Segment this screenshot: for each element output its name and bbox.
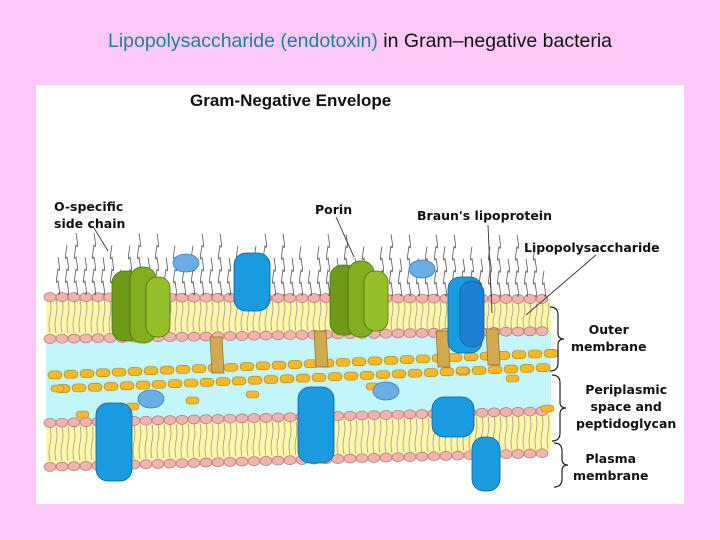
label-porin: Porin (315, 202, 353, 217)
slide-title-rest: in Gram–negative bacteria (377, 30, 613, 52)
figure-title: Gram-Negative Envelope (190, 91, 392, 110)
plasma-tail-lines (48, 414, 550, 461)
membrane-proteins (95, 252, 501, 492)
label-brauns-lipoprotein: Braun's lipoprotein (417, 208, 552, 223)
envelope-diagram (43, 216, 597, 492)
brauns-lipoprotein-stalks (209, 328, 501, 374)
leader-lines (93, 216, 597, 316)
band-end-mask (551, 285, 596, 485)
label-o-specific-side-chain: O-specific side chain (54, 199, 126, 231)
periplasm-bits (50, 366, 555, 419)
slide-title: Lipopolysaccharide (endotoxin) in Gram–n… (0, 30, 720, 53)
outer-membrane-tails (46, 297, 551, 335)
slide-title-highlight: Lipopolysaccharide (endotoxin) (107, 30, 378, 52)
label-periplasmic-space: Periplasmic space and peptidoglycan (576, 382, 677, 431)
periplasm-bracket (551, 374, 567, 442)
label-lipopolysaccharide: Lipopolysaccharide (524, 240, 660, 255)
porin-1 (111, 266, 171, 344)
peptidoglycan-layer (47, 349, 559, 393)
porin-2 (329, 260, 389, 338)
label-plasma-membrane: Plasma membrane (573, 451, 649, 483)
plasma-membrane-bracket (553, 442, 569, 488)
label-outer-membrane: Outer membrane (571, 322, 647, 354)
outer-membrane-bracket (549, 306, 565, 372)
envelope-figure: Gram-Negative Envelope O-specific side c… (36, 85, 684, 504)
